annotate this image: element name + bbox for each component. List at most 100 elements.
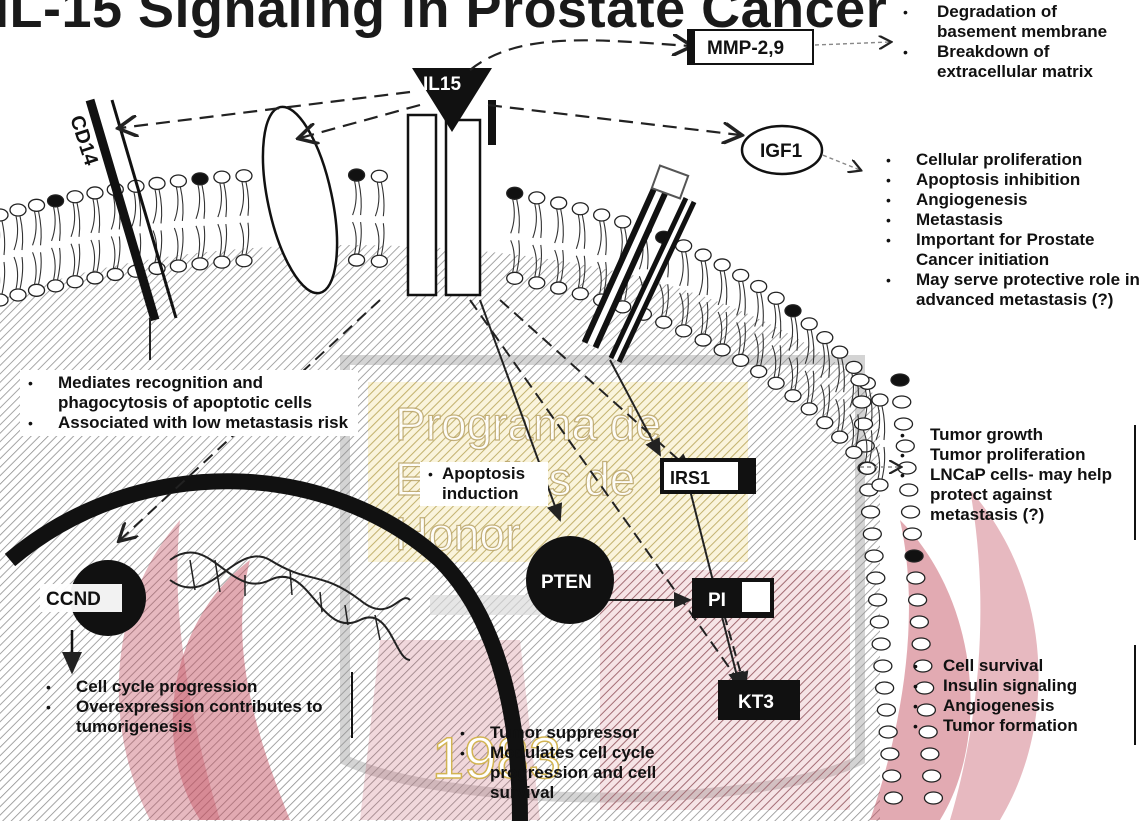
pten-note-2: Modulates cell cycle progression and cel…: [452, 743, 722, 803]
page-title: IL-15 Signaling in Prostate Cancer: [0, 0, 887, 40]
lipid-tail: [576, 215, 585, 249]
lipid-tail: [0, 221, 5, 255]
lipid-head: [349, 254, 365, 266]
lipid-head: [801, 403, 817, 415]
irs1-note-2: Tumor proliferation: [892, 445, 1132, 465]
lipid-head: [891, 374, 909, 386]
lipid-head: [869, 594, 887, 606]
lipid-head: [817, 417, 833, 429]
lipid-tail: [14, 257, 23, 289]
igf1-note-2: Apoptosis inhibition: [878, 170, 1140, 190]
lipid-tail: [174, 187, 183, 221]
lipid-head: [714, 259, 730, 271]
lipid-head: [877, 704, 895, 716]
lipid-tail: [91, 240, 100, 272]
ccnd-note-1: Cell cycle progression: [38, 677, 348, 697]
mmp-notes: Degradation of basement membrane Breakdo…: [895, 2, 1140, 82]
lipid-head: [801, 318, 817, 330]
cd14-notes: Mediates recognition and phagocytosis of…: [20, 370, 358, 436]
cd14-note-1: Mediates recognition and phagocytosis of…: [20, 373, 358, 413]
lipid-head: [865, 550, 883, 562]
lipid-tail: [240, 182, 249, 216]
lipid-head: [924, 792, 942, 804]
lipid-head: [507, 187, 523, 199]
lipid-tail: [174, 228, 183, 260]
lipid-tail: [71, 244, 80, 276]
lipid-head: [872, 394, 888, 406]
pten-notes: Tumor suppressor Modulates cell cycle pr…: [452, 722, 722, 804]
lipid-head: [529, 277, 545, 289]
lipid-head: [785, 390, 801, 402]
lipid-head: [214, 256, 230, 268]
lipid-head: [0, 209, 8, 221]
lipid-head: [87, 187, 103, 199]
lipid-head: [859, 462, 875, 474]
pi3k-node: PI: [692, 578, 774, 618]
lipid-tail: [533, 204, 542, 238]
pten-label: PTEN: [541, 572, 592, 593]
akt3-label: KT3: [738, 692, 774, 713]
cd14-note-2: Associated with low metastasis risk: [20, 413, 358, 433]
mmp-note-2: Breakdown of extracellular matrix: [895, 42, 1140, 82]
lipid-head: [883, 770, 901, 782]
akt3-node: KT3: [718, 680, 800, 720]
lipid-head: [881, 748, 899, 760]
lipid-tail: [718, 271, 727, 305]
lipid-tail: [598, 221, 607, 255]
lipid-head: [768, 292, 784, 304]
lipid-head: [236, 170, 252, 182]
lipid-tail: [375, 182, 384, 216]
lipid-head: [29, 199, 45, 211]
lipid-tail: [111, 236, 120, 268]
apoptosis-notes: Apoptosis induction: [420, 462, 548, 506]
lipid-head: [832, 346, 848, 358]
akt-notes: Cell survival Insulin signaling Angiogen…: [905, 656, 1130, 736]
lipid-head: [695, 334, 711, 346]
lipid-head: [907, 572, 925, 584]
lipid-head: [192, 258, 208, 270]
lipid-tail: [0, 262, 5, 294]
lipid-head: [507, 272, 523, 284]
lipid-head: [863, 528, 881, 540]
lipid-head: [846, 361, 862, 373]
lipid-head: [853, 396, 871, 408]
pi3k-label: PI: [708, 590, 726, 611]
lipid-head: [733, 354, 749, 366]
lipid-head: [751, 281, 767, 293]
lipid-head: [912, 638, 930, 650]
lipid-head: [170, 175, 186, 187]
irs1-note-3: LNCaP cells- may help protect against me…: [892, 465, 1132, 525]
lipid-head: [676, 325, 692, 337]
igf1-node: IGF1: [742, 126, 822, 174]
lipid-tail: [33, 252, 42, 284]
il15-label: IL15: [423, 74, 461, 95]
lipid-head: [785, 305, 801, 317]
lipid-tail: [52, 248, 61, 280]
lipid-tail: [196, 185, 205, 219]
lipid-tail: [555, 209, 564, 243]
lipid-head: [551, 197, 567, 209]
lipid-head: [817, 332, 833, 344]
lipid-head: [572, 288, 588, 300]
lipid-head: [656, 316, 672, 328]
lipid-head: [879, 726, 897, 738]
irs1-node: IRS1: [660, 458, 756, 494]
igf1-label: IGF1: [760, 141, 803, 162]
watermark-line-1: Programa de: [395, 398, 661, 450]
lipid-tail: [680, 252, 689, 286]
lipid-tail: [91, 199, 100, 233]
lipid-tail: [14, 216, 23, 250]
lipid-head: [910, 616, 928, 628]
lipid-head: [870, 616, 888, 628]
lipid-head: [572, 203, 588, 215]
lipid-tail: [511, 199, 520, 233]
igf1-notes: Cellular proliferation Apoptosis inhibit…: [878, 150, 1140, 310]
lipid-head: [851, 374, 869, 386]
lipid-head: [872, 479, 888, 491]
lipid-head: [893, 396, 911, 408]
pten-note-1: Tumor suppressor: [452, 723, 722, 743]
lipid-head: [862, 506, 880, 518]
ccnd-label: CCND: [46, 589, 101, 610]
lipid-head: [903, 528, 921, 540]
lipid-head: [107, 268, 123, 280]
